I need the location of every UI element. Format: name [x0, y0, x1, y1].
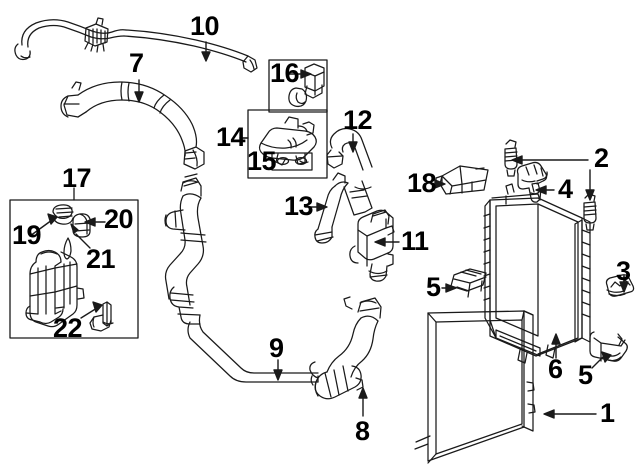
- callout-8: 8: [355, 416, 370, 446]
- callout-4: 4: [558, 174, 573, 204]
- upper-radiator-hose: [60, 81, 205, 170]
- radiator-assembly: [483, 182, 591, 364]
- radiator-mounting-pad-lower: [589, 331, 628, 362]
- air-deflector-baffle: [435, 165, 489, 195]
- coolant-reservoir-group-box: [9, 187, 139, 339]
- radiator-upper-mount-bracket: [516, 161, 548, 203]
- callout-6: 6: [548, 354, 563, 384]
- coolant-reservoir-tank: [25, 249, 85, 328]
- callout-22: 22: [53, 313, 83, 343]
- callout-1: 1: [600, 398, 615, 428]
- callout-5-lower: 5: [578, 360, 593, 390]
- auxiliary-water-pump: [349, 209, 395, 282]
- reservoir-o-ring: [63, 237, 72, 260]
- bypass-hose-upper: [326, 127, 373, 216]
- callout-17: 17: [62, 163, 92, 193]
- callout-5-upper: 5: [426, 272, 441, 302]
- reservoir-mounting-pin: [89, 301, 114, 332]
- callout-15: 15: [247, 146, 277, 176]
- callout-16: 16: [270, 58, 300, 88]
- radiator-mounting-pad-upper: [450, 268, 487, 298]
- ac-condenser: [414, 310, 536, 464]
- callout-14: 14: [216, 122, 246, 152]
- callout-2: 2: [594, 143, 609, 173]
- callout-13: 13: [284, 191, 314, 221]
- long-lower-radiator-hose: [164, 173, 319, 383]
- callout-3: 3: [616, 256, 631, 286]
- coolant-vent-line: [14, 17, 258, 73]
- callout-leaders: [29, 41, 629, 419]
- callout-20: 20: [104, 204, 134, 234]
- callout-9: 9: [269, 333, 284, 363]
- lower-connector-hose: [309, 296, 382, 400]
- callout-12: 12: [343, 105, 373, 135]
- callout-18: 18: [407, 168, 437, 198]
- thermostat-housing-gasket: [271, 152, 313, 171]
- reservoir-cap: [52, 204, 74, 225]
- callout-19: 19: [12, 220, 42, 250]
- bypass-hose-lower: [314, 172, 349, 244]
- callout-11: 11: [401, 226, 429, 256]
- callout-7: 7: [129, 48, 144, 78]
- callout-10: 10: [190, 11, 220, 41]
- callout-21: 21: [86, 244, 116, 274]
